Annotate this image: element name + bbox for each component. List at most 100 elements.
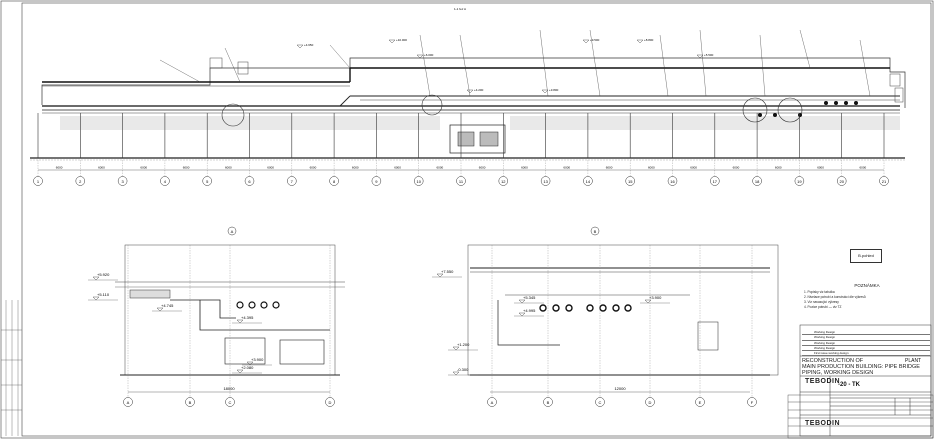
axis-label: 14 [586,179,591,184]
axis-label: 7 [291,179,294,184]
section-axis-bubble [747,397,757,407]
callout-leader [859,39,871,97]
title-line: PIPING, WORKING DESIGN [802,370,874,376]
view-stamp: B.pohled [850,249,882,263]
section-level-label: +4.395 [241,315,254,320]
axis-bubble [117,176,128,186]
section-a-dim: 18000 [223,386,235,391]
callout-leader [224,47,241,83]
section-level-marker [246,361,254,366]
section-level-marker [518,312,526,317]
callout-leader [699,29,707,97]
level-marker [296,44,304,49]
section-axis-bubble [645,397,655,407]
axis-bubble [244,176,255,186]
axis-label: 6 [248,179,251,184]
section-a-label: A [231,229,234,234]
approval-block [787,394,934,439]
axis-label: 20 [839,179,844,184]
level-marker [466,89,474,94]
section-level-marker [236,369,244,374]
axis-bubble [371,176,382,186]
section-level-marker [452,346,460,351]
dim-label: 6000 [98,166,105,170]
section-level-label: +4.995 [523,308,536,313]
dim-label: 6000 [775,166,782,170]
dim-label: 6000 [817,166,824,170]
axis-bubble [794,176,805,186]
axis-bubble [879,176,889,186]
dim-label: 6000 [733,166,740,170]
callout-leader [419,34,431,97]
section-axis-bubble [123,397,133,407]
legend-notes: POZNÁMKA 1. Popisky viz tabulka 2. Nivel… [804,283,930,310]
level-label: +6.000 [424,53,434,57]
section-level-label: +5.920 [97,272,110,277]
revision-row: Working Design [802,335,930,341]
tebodin-logo-bottom: TEBODIN [805,420,840,427]
dim-label: 6000 [521,166,528,170]
axis-bubble [456,176,466,186]
dim-label: 6000 [183,166,190,170]
section-level-label: -0.300 [457,367,469,372]
callout-leader [799,29,811,69]
axis-bubble [75,176,86,186]
section-axis-bubble [543,397,553,407]
level-marker [636,39,644,44]
dim-label: 6000 [140,166,147,170]
title-block [799,324,932,437]
dim-label: 6000 [352,166,359,170]
section-axis-label: D [649,400,652,405]
axis-bubble [160,176,170,186]
legend-line: 4. Pozice potrubí — viz TZ [804,305,842,309]
axis-label: 4 [164,179,167,184]
revision-row: First issue working design [802,351,930,357]
sheet-code: -20 - TK [838,382,861,388]
section-axis-bubble [325,397,335,407]
axis-label: 21 [882,179,887,184]
revision-table: Working Design Working Design Working De… [802,330,930,357]
section-level-label: +5.345 [523,295,536,300]
section-level-marker [156,307,164,312]
axis-label: 15 [628,179,633,184]
dim-label: 6000 [479,166,486,170]
callout-leader [759,34,766,97]
section-axis-bubble [595,397,605,407]
axis-label: 2 [79,179,82,184]
level-label: +8.800 [644,38,654,42]
legend-line: 1. Popisky viz tabulka [804,290,835,294]
callout-leader [589,29,601,97]
section-level-marker [92,296,100,301]
axis-label: 13 [543,179,548,184]
level-label: +3.800 [549,88,559,92]
level-marker [696,54,704,59]
axis-label: 10 [416,179,421,184]
section-axis-label: B [189,400,192,405]
axis-bubble [287,176,297,186]
section-level-marker [92,276,100,281]
section-axis-bubble [695,397,705,407]
revision-row: Working Design [802,330,930,336]
section-top-label: 1-1 řez A [454,7,466,11]
axis-label: 8 [333,179,336,184]
axis-bubble [752,176,762,186]
axis-label: 18 [755,179,760,184]
axis-label: 11 [459,179,464,184]
section-axis-label: B [547,400,550,405]
callout-leader [459,34,471,97]
section-axis-label: F [751,400,754,405]
section-axis-label: A [491,400,494,405]
axis-label: 16 [670,179,675,184]
section-level-marker [236,319,244,324]
plant-label: PLANT [905,358,922,364]
level-label: +4.650 [304,43,314,47]
top-elevation: 1-1 řez A [30,7,906,186]
axis-bubble [498,176,509,186]
axis-label: 9 [375,179,378,184]
axis-label: 19 [797,179,802,184]
axis-bubble [329,176,339,186]
